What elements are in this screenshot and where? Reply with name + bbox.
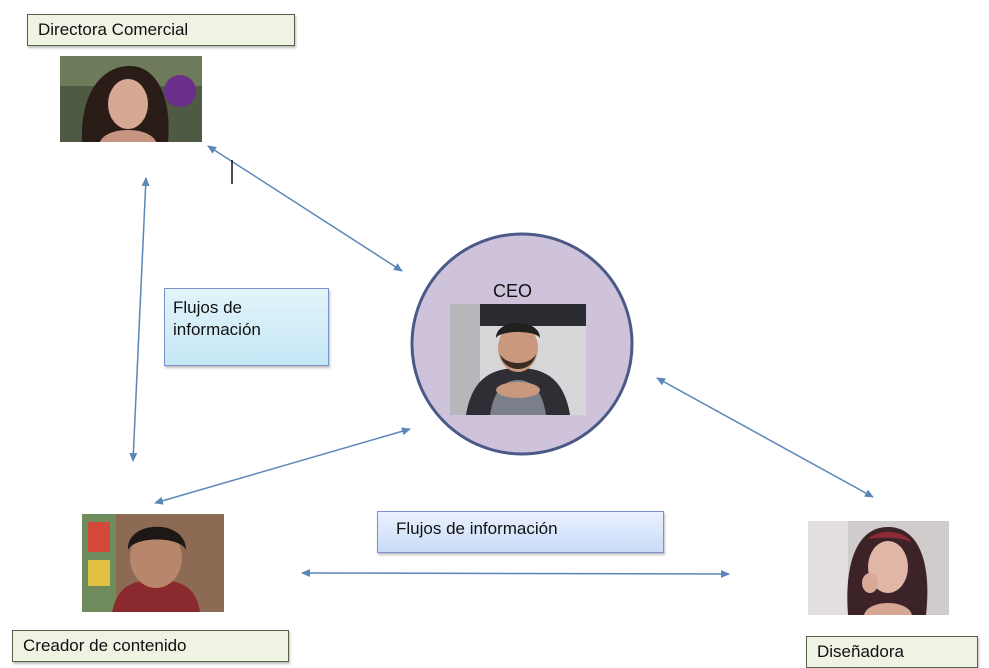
role-label-creador: Creador de contenido bbox=[12, 630, 289, 662]
disenadora-photo bbox=[808, 521, 949, 615]
ceo-photo bbox=[450, 304, 586, 415]
creador-photo bbox=[82, 514, 224, 612]
flow-label-horizontal: Flujos de información bbox=[377, 511, 664, 553]
arrow-directora-creador bbox=[129, 177, 150, 462]
flow-label-vertical: Flujos de información bbox=[164, 288, 329, 366]
arrow-ceo-disenadora bbox=[656, 377, 874, 498]
role-label-directora: Directora Comercial bbox=[27, 14, 295, 46]
ceo-title: CEO bbox=[493, 281, 533, 301]
arrow-creador-disenadora bbox=[301, 569, 730, 578]
directora-photo bbox=[60, 56, 202, 142]
arrow-creador-ceo bbox=[154, 427, 411, 505]
role-label-disenadora: Diseñadora bbox=[806, 636, 978, 668]
arrow-directora-ceo bbox=[207, 145, 403, 272]
